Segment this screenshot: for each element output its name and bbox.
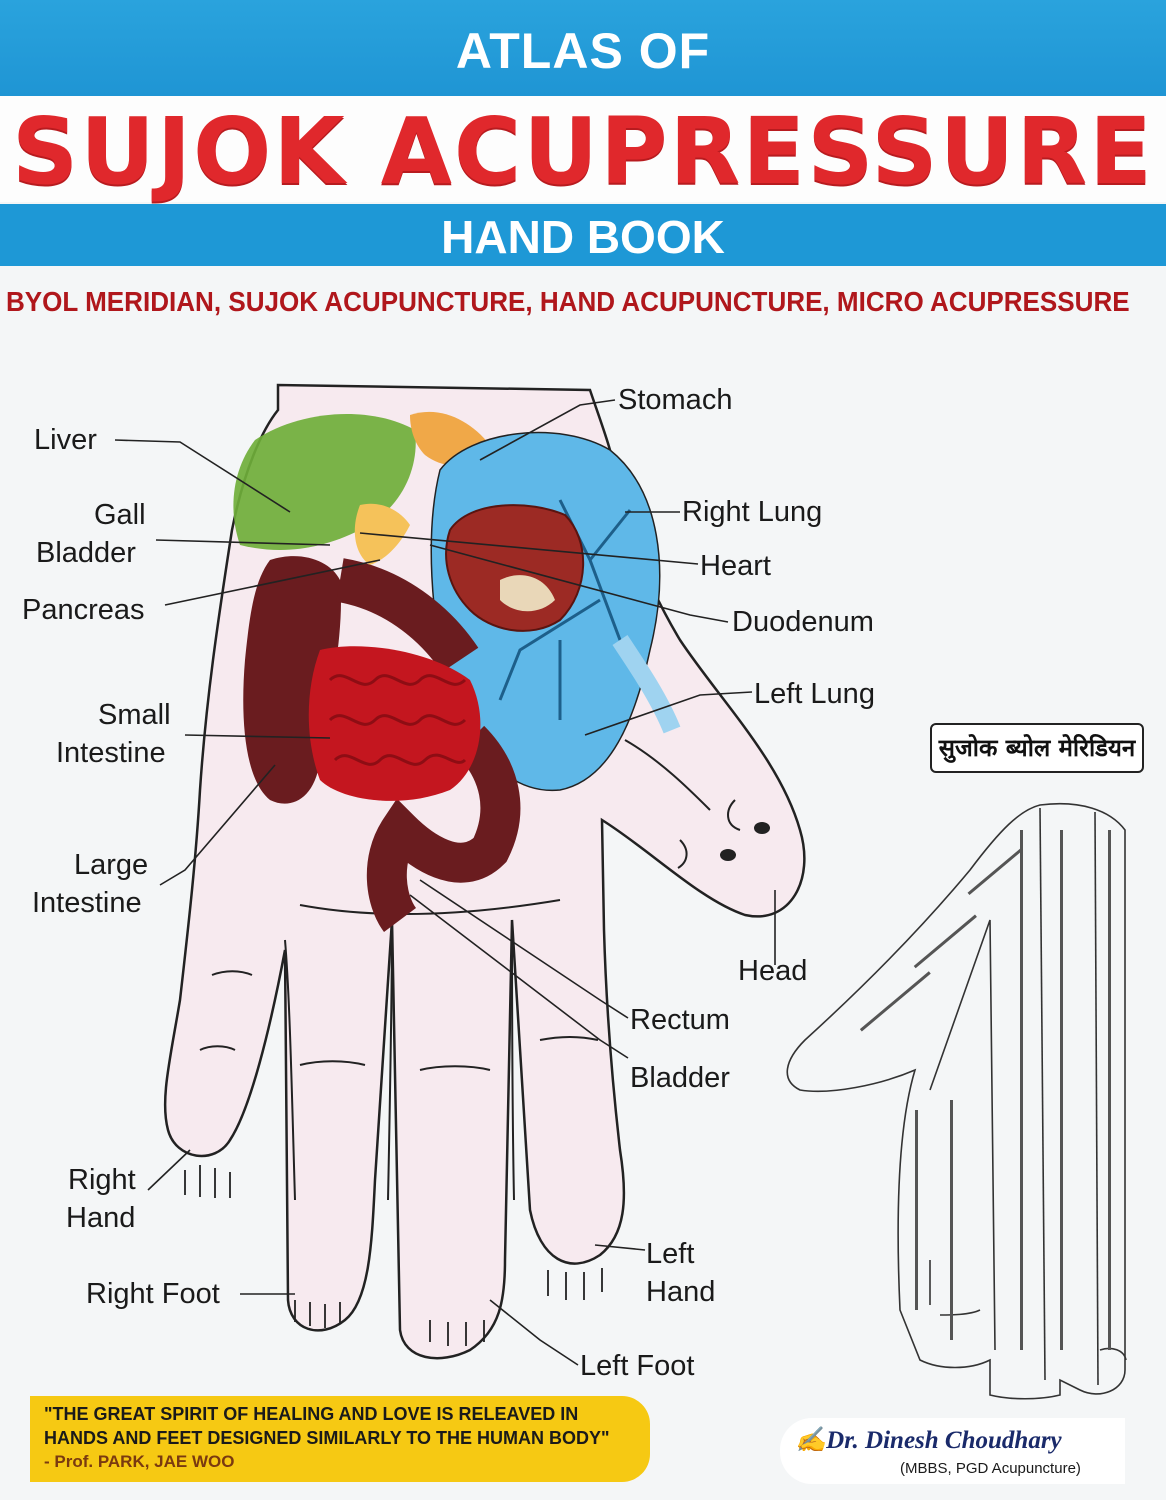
handbook-band	[0, 204, 1166, 266]
heart-highlight	[500, 575, 555, 612]
transverse-colon	[335, 558, 479, 673]
meridian-badge: सुजोक ब्योल मेरिडियन	[930, 723, 1144, 773]
author-degree: (MBBS, PGD Acupuncture)	[900, 1460, 1081, 1477]
quote-author: - Prof. PARK, JAE WOO	[44, 1452, 235, 1471]
label-liver: Liver	[34, 424, 97, 456]
label-large-intestine: Intestine	[32, 887, 142, 919]
label-large: Large	[74, 849, 149, 881]
label-stomach: Stomach	[618, 384, 733, 416]
title-panel	[0, 96, 1166, 202]
author-panel	[780, 1418, 1125, 1484]
meridian-hand	[786, 802, 1127, 1400]
main-title: SUJOK ACUPRESSURE	[11, 98, 1155, 205]
label-gall: Gall	[94, 499, 146, 531]
label-pancreas: Pancreas	[22, 594, 145, 626]
label-right: Right	[68, 1164, 136, 1196]
label-left-foot: Left Foot	[580, 1350, 695, 1382]
mini-digits	[184, 1165, 603, 1346]
label-small: Small	[98, 699, 171, 731]
label-bladder: Bladder	[630, 1062, 730, 1094]
author-name: ✍Dr. Dinesh Choudhary	[795, 1426, 1062, 1455]
quote-line-1: "THE GREAT SPIRIT OF HEALING AND LOVE IS…	[44, 1404, 579, 1424]
descending-colon	[366, 725, 521, 932]
label-left: Left	[646, 1238, 695, 1270]
subtitle: BYOL MERIDIAN, SUJOK ACUPUNCTURE, HAND A…	[6, 286, 1130, 317]
label-left-lung: Left Lung	[754, 678, 875, 710]
label-right-hand: Hand	[66, 1202, 136, 1234]
quote-banner	[30, 1396, 650, 1482]
meridian-points	[859, 830, 1111, 1350]
label-small-intestine: Intestine	[56, 737, 166, 769]
top-blue-band	[0, 0, 1166, 96]
label-rectum: Rectum	[630, 1004, 730, 1036]
label-left-hand: Hand	[646, 1276, 716, 1308]
quote-text: "THE GREAT SPIRIT OF HEALING AND LOVE IS…	[44, 1402, 644, 1450]
label-right-lung: Right Lung	[682, 496, 823, 528]
intestine-coils	[328, 674, 467, 766]
title-line-atlas: ATLAS OF	[455, 23, 711, 79]
author-name-text: Dr. Dinesh Choudhary	[826, 1427, 1062, 1454]
label-heart: Heart	[700, 550, 771, 582]
title-line-handbook: HAND BOOK	[441, 211, 725, 263]
trachea	[612, 635, 681, 734]
finger-lines	[199, 739, 711, 1201]
pen-icon: ✍	[795, 1427, 827, 1454]
label-right-foot: Right Foot	[86, 1278, 220, 1310]
label-bladder-gall: Bladder	[36, 537, 136, 569]
label-head: Head	[738, 955, 808, 987]
small-intestine-shape	[308, 646, 481, 801]
label-duodenum: Duodenum	[732, 606, 874, 638]
leader-lines	[114, 399, 776, 1366]
quote-line-2: HANDS AND FEET DESIGNED SIMILARLY TO THE…	[44, 1428, 610, 1448]
thumb-face	[720, 799, 770, 861]
